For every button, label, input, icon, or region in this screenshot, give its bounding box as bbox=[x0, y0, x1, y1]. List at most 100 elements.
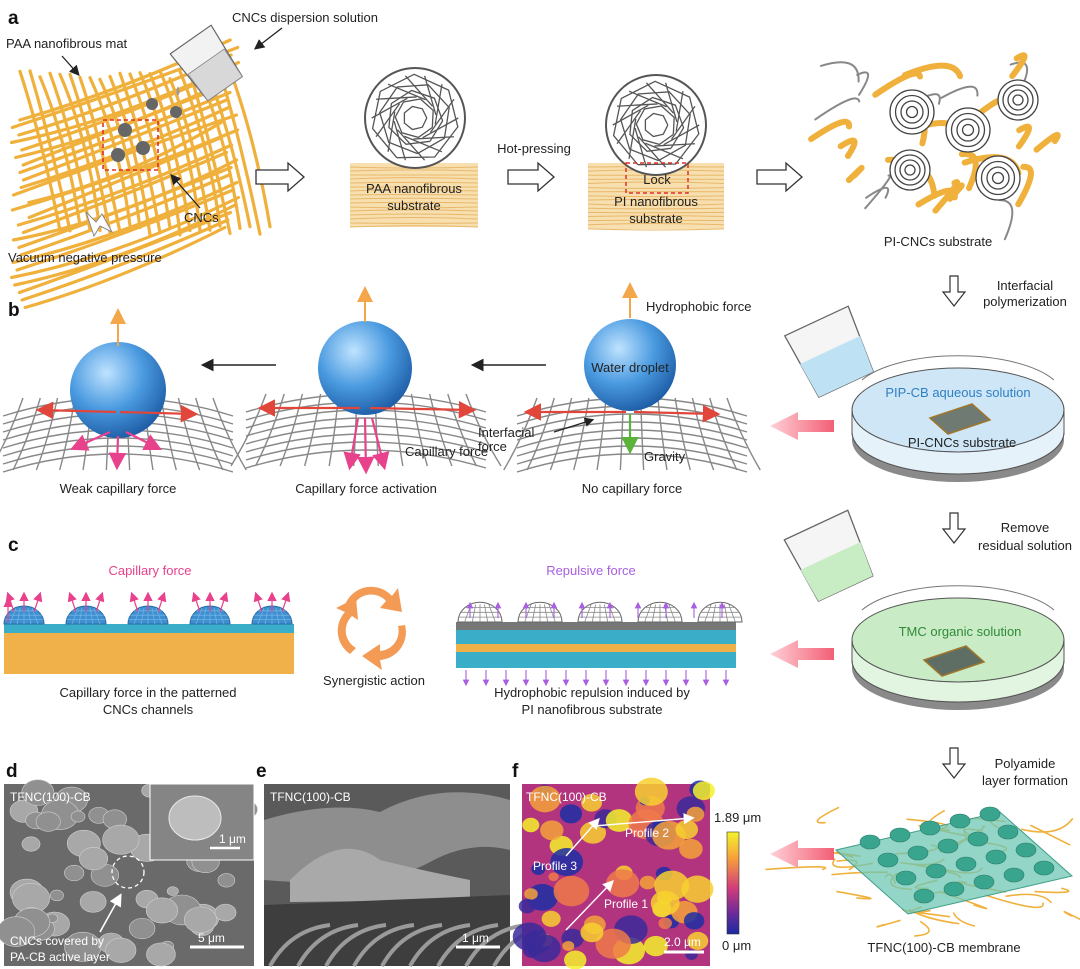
label-pip-cb-solution: PIP-CB aqueous solution bbox=[885, 385, 1030, 400]
label-vacuum: Vacuum negative pressure bbox=[8, 250, 162, 265]
water-droplet bbox=[70, 342, 166, 438]
label-synergistic-action: Synergistic action bbox=[323, 673, 425, 688]
label-cncs: CNCs bbox=[184, 210, 219, 225]
label-interfacial-force-1: Interfacial bbox=[478, 425, 534, 440]
label-f-scale: 2.0 μm bbox=[664, 935, 701, 949]
label-profile-2: Profile 2 bbox=[625, 826, 669, 840]
label-d-caption-2: PA-CB active layer bbox=[10, 950, 110, 964]
petri-dish-tmc bbox=[851, 585, 1065, 710]
capillary-arrow bbox=[108, 435, 127, 471]
label-e-scale: 1 μm bbox=[462, 931, 489, 945]
leader-arrow bbox=[553, 417, 595, 433]
hydrophobic-repulsion-illustration bbox=[456, 601, 743, 687]
interfacial-force-arrow bbox=[369, 400, 477, 419]
label-hydrophobic-force: Hydrophobic force bbox=[646, 299, 752, 314]
cnc-sphere-illustration bbox=[364, 67, 466, 169]
label-d-scale: 5 μm bbox=[198, 931, 225, 945]
paa-mat-illustration bbox=[9, 38, 272, 310]
label-d-inset-scale: 1 μm bbox=[219, 832, 246, 846]
label-remove-2: residual solution bbox=[978, 538, 1072, 553]
label-c-caption-2: CNCs channels bbox=[103, 702, 194, 717]
label-f-title: TFNC(100)-CB bbox=[526, 790, 607, 804]
label-c-capillary-force: Capillary force bbox=[108, 563, 191, 578]
label-repulsive-force: Repulsive force bbox=[546, 563, 636, 578]
sem-image-d bbox=[0, 779, 258, 967]
label-interfacial-force-2: force bbox=[478, 439, 507, 454]
label-c-caption-r2: PI nanofibrous substrate bbox=[522, 702, 663, 717]
interfacial-force-arrow bbox=[633, 404, 721, 423]
capillary-arrow bbox=[370, 417, 390, 471]
leader-arrow bbox=[253, 27, 283, 50]
water-droplet bbox=[318, 321, 412, 415]
cnc-particle bbox=[146, 98, 158, 110]
label-tmc-solution: TMC organic solution bbox=[899, 624, 1022, 639]
pi-cncs-substrate-illustration bbox=[808, 52, 1061, 241]
afm-image-f bbox=[512, 777, 715, 969]
panel-label-e: e bbox=[256, 761, 267, 782]
panel-label-d: d bbox=[6, 761, 18, 782]
interfacial-force-arrow bbox=[35, 401, 117, 420]
label-cbar-max: 1.89 μm bbox=[714, 810, 761, 825]
vacuum-arrows-icon bbox=[85, 211, 114, 238]
leader-arrow bbox=[170, 174, 201, 209]
label-profile-1: Profile 1 bbox=[604, 897, 648, 911]
cnc-particle bbox=[170, 106, 182, 118]
pink-arrow-icon bbox=[770, 412, 834, 440]
capillary-arrow bbox=[343, 417, 361, 471]
cnc-particle bbox=[118, 123, 132, 137]
label-pi-substrate-line2: substrate bbox=[629, 211, 682, 226]
interfacial-force-arrow bbox=[119, 404, 199, 423]
panel-label-a: a bbox=[8, 8, 19, 29]
label-d-caption-1: CNCs covered by bbox=[10, 934, 104, 948]
label-water-droplet: Water droplet bbox=[591, 360, 669, 375]
water-droplet bbox=[584, 319, 676, 411]
patterned-cncs-channels-illustration bbox=[3, 591, 294, 674]
petri-dish-pip bbox=[851, 355, 1065, 482]
label-pi-substrate-line1: PI nanofibrous bbox=[614, 194, 698, 209]
label-hot-pressing: Hot-pressing bbox=[497, 141, 571, 156]
label-polyamide-1: Polyamide bbox=[995, 756, 1056, 771]
blue-beaker-icon bbox=[783, 305, 875, 398]
down-arrow-icon bbox=[941, 512, 967, 544]
panel-label-f: f bbox=[512, 761, 519, 782]
label-polyamide-2: layer formation bbox=[982, 773, 1068, 788]
label-pi-cncs-substrate: PI-CNCs substrate bbox=[884, 234, 992, 249]
pouring-beaker-icon bbox=[169, 24, 244, 102]
label-pi-cncs-substrate-dish: PI-CNCs substrate bbox=[908, 435, 1016, 450]
cnc-sphere-illustration bbox=[605, 74, 707, 176]
label-profile-3: Profile 3 bbox=[533, 859, 577, 873]
label-interfacial-polymerization-1: Interfacial bbox=[997, 278, 1053, 293]
label-d-title: TFNC(100)-CB bbox=[10, 790, 91, 804]
label-remove-1: Remove bbox=[1001, 520, 1049, 535]
pink-arrow-icon bbox=[770, 840, 834, 868]
paa-substrate-illustration bbox=[349, 163, 479, 228]
drop-icon bbox=[176, 86, 180, 96]
label-paa-mat: PAA nanofibrous mat bbox=[6, 36, 128, 51]
label-cbar-min: 0 μm bbox=[722, 938, 751, 953]
selection-box bbox=[102, 119, 159, 171]
cnc-particle bbox=[136, 141, 150, 155]
lock-region-box bbox=[625, 162, 689, 194]
label-lock: Lock bbox=[643, 172, 671, 187]
tfnc-membrane-illustration bbox=[765, 806, 1080, 937]
label-capillary-force: Capillary force bbox=[405, 444, 488, 459]
label-capillary-activation: Capillary force activation bbox=[295, 481, 437, 496]
label-interfacial-polymerization-2: polymerization bbox=[983, 294, 1067, 309]
leader-arrow bbox=[61, 55, 80, 76]
process-arrow-icon bbox=[756, 161, 803, 193]
pink-arrow-icon bbox=[770, 640, 834, 668]
down-arrow-icon bbox=[941, 275, 967, 307]
process-arrow-icon bbox=[255, 161, 305, 193]
label-paa-substrate-line2: substrate bbox=[387, 198, 440, 213]
capillary-arrow bbox=[356, 417, 375, 475]
capillary-arrow bbox=[125, 431, 162, 450]
label-c-caption-1: Capillary force in the patterned bbox=[59, 685, 236, 700]
pi-substrate-illustration bbox=[587, 163, 725, 231]
label-no-capillary: No capillary force bbox=[582, 481, 682, 496]
down-arrow-icon bbox=[941, 747, 967, 779]
label-e-title: TFNC(100)-CB bbox=[270, 790, 351, 804]
sem-image-e bbox=[264, 784, 555, 967]
label-cncs-dispersion: CNCs dispersion solution bbox=[232, 10, 378, 25]
cnc-particle bbox=[111, 148, 125, 162]
